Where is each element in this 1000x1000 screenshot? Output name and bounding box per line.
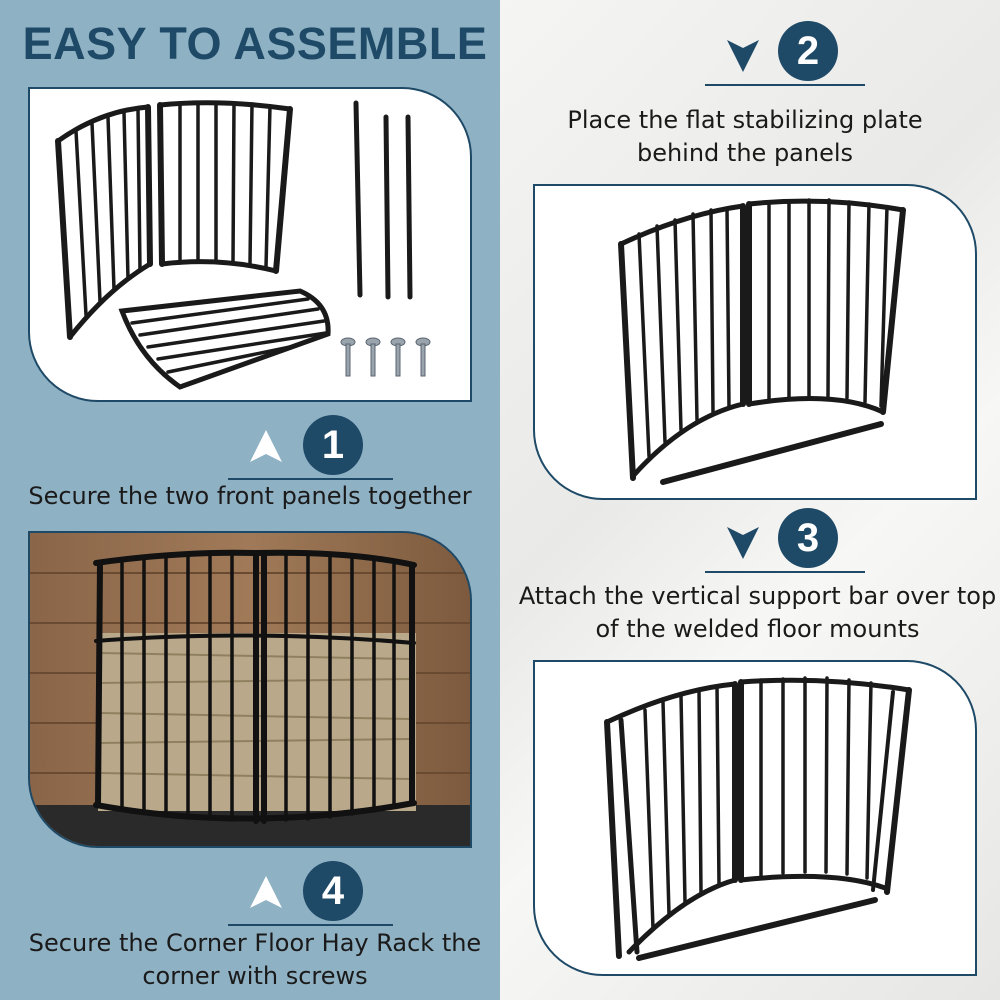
step-2-illustration bbox=[618, 198, 906, 485]
step-2-underline bbox=[705, 84, 865, 86]
parts-illustration bbox=[55, 100, 431, 390]
step-3-illustration bbox=[604, 676, 912, 961]
parts-image-panel bbox=[28, 87, 472, 402]
arrow-up-icon bbox=[250, 430, 282, 462]
step-1-underline bbox=[228, 478, 393, 480]
step-1-marker: 1 bbox=[228, 412, 393, 482]
step-3-marker: 3 bbox=[705, 505, 865, 575]
step-1-caption: Secure the two front panels together bbox=[28, 482, 472, 510]
step-4-number: 4 bbox=[303, 861, 363, 921]
step-2-number: 2 bbox=[778, 21, 838, 81]
step-3-image-panel bbox=[533, 660, 977, 976]
screws bbox=[340, 337, 431, 377]
step-3-underline bbox=[705, 571, 865, 573]
arrow-down-icon bbox=[727, 527, 759, 559]
step-2-marker: 2 bbox=[705, 18, 865, 88]
step-2-caption: Place the flat stabilizing plate behind … bbox=[567, 106, 923, 167]
step-2-image-panel bbox=[533, 184, 977, 500]
step-4-underline bbox=[228, 924, 393, 926]
stall-photo bbox=[30, 533, 470, 846]
stall-photo-panel bbox=[28, 531, 472, 848]
arrow-up-icon bbox=[250, 876, 282, 908]
arrow-down-icon bbox=[727, 40, 759, 72]
step-3-number: 3 bbox=[778, 508, 838, 568]
step-4-caption: Secure the Corner Floor Hay Rack the cor… bbox=[28, 929, 482, 990]
step-4-marker: 4 bbox=[228, 858, 393, 928]
page-title: EASY TO ASSEMBLE bbox=[22, 18, 488, 69]
step-3-caption: Attach the vertical support bar over top… bbox=[518, 582, 997, 643]
step-1-number: 1 bbox=[303, 415, 363, 475]
